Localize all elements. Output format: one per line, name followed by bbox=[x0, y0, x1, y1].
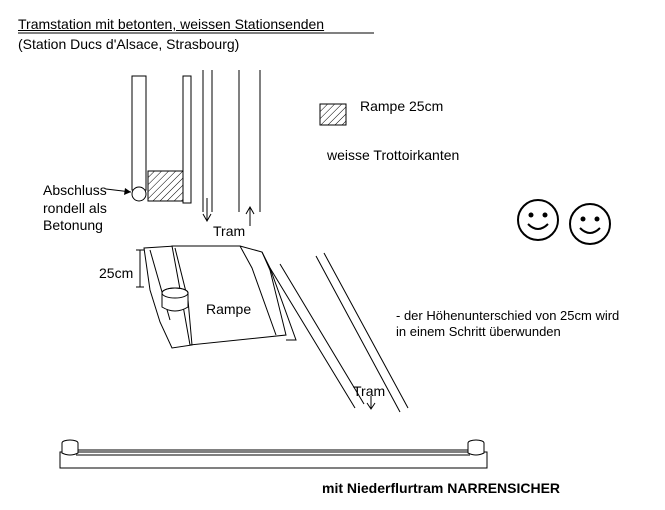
track-rail bbox=[279, 263, 365, 405]
caption: mit Niederflurtram NARRENSICHER bbox=[322, 480, 561, 496]
track-rail bbox=[323, 252, 409, 409]
ramp-side bbox=[261, 251, 297, 341]
arrow-head bbox=[245, 205, 255, 215]
bollard-rim bbox=[161, 287, 189, 299]
end-bollard-body bbox=[467, 443, 485, 456]
bollard-pointer-head bbox=[124, 188, 131, 195]
ramp-surface bbox=[171, 245, 287, 346]
ramp-edge bbox=[239, 245, 277, 336]
plan-bollard bbox=[131, 186, 147, 202]
bollard-label-1: Abschluss bbox=[43, 182, 107, 198]
title-line-1: Tramstation mit betonten, weissen Statio… bbox=[18, 16, 325, 32]
plan-view bbox=[105, 70, 261, 226]
perspective-tram-label: Tram bbox=[353, 383, 386, 399]
ramp-label: Rampe bbox=[206, 301, 252, 317]
bollard-label-3: Betonung bbox=[43, 217, 103, 233]
smiley-icon bbox=[517, 199, 559, 241]
legend-ramp-swatch bbox=[319, 103, 347, 126]
bollard-label-2: rondell als bbox=[43, 200, 107, 216]
track-rail bbox=[269, 267, 356, 409]
plan-tram-label: Tram bbox=[213, 223, 246, 239]
legend-ramp-label: Rampe 25cm bbox=[360, 98, 444, 114]
perspective-view bbox=[136, 245, 409, 413]
track-rail bbox=[315, 255, 401, 413]
platform-edge bbox=[149, 249, 171, 321]
bollard-body bbox=[161, 293, 189, 312]
plan-ramp bbox=[147, 170, 184, 202]
title-line-2: (Station Ducs d'Alsace, Strasbourg) bbox=[18, 36, 240, 52]
height-label: 25cm bbox=[99, 265, 134, 281]
low-floor-tram bbox=[59, 439, 488, 469]
arrow-head bbox=[366, 402, 376, 410]
smiley-icon bbox=[569, 203, 611, 245]
note-line-1: - der Höhenunterschied von 25cm wird bbox=[396, 308, 620, 323]
end-bollard-body bbox=[61, 443, 79, 456]
tram-floor bbox=[59, 451, 488, 469]
left-platform bbox=[131, 75, 147, 191]
legend-curbs-label: weisse Trottoirkanten bbox=[327, 147, 460, 163]
right-platform-curb bbox=[182, 75, 192, 204]
arrow-head bbox=[202, 213, 212, 223]
note-line-2: in einem Schritt überwunden bbox=[396, 324, 561, 339]
